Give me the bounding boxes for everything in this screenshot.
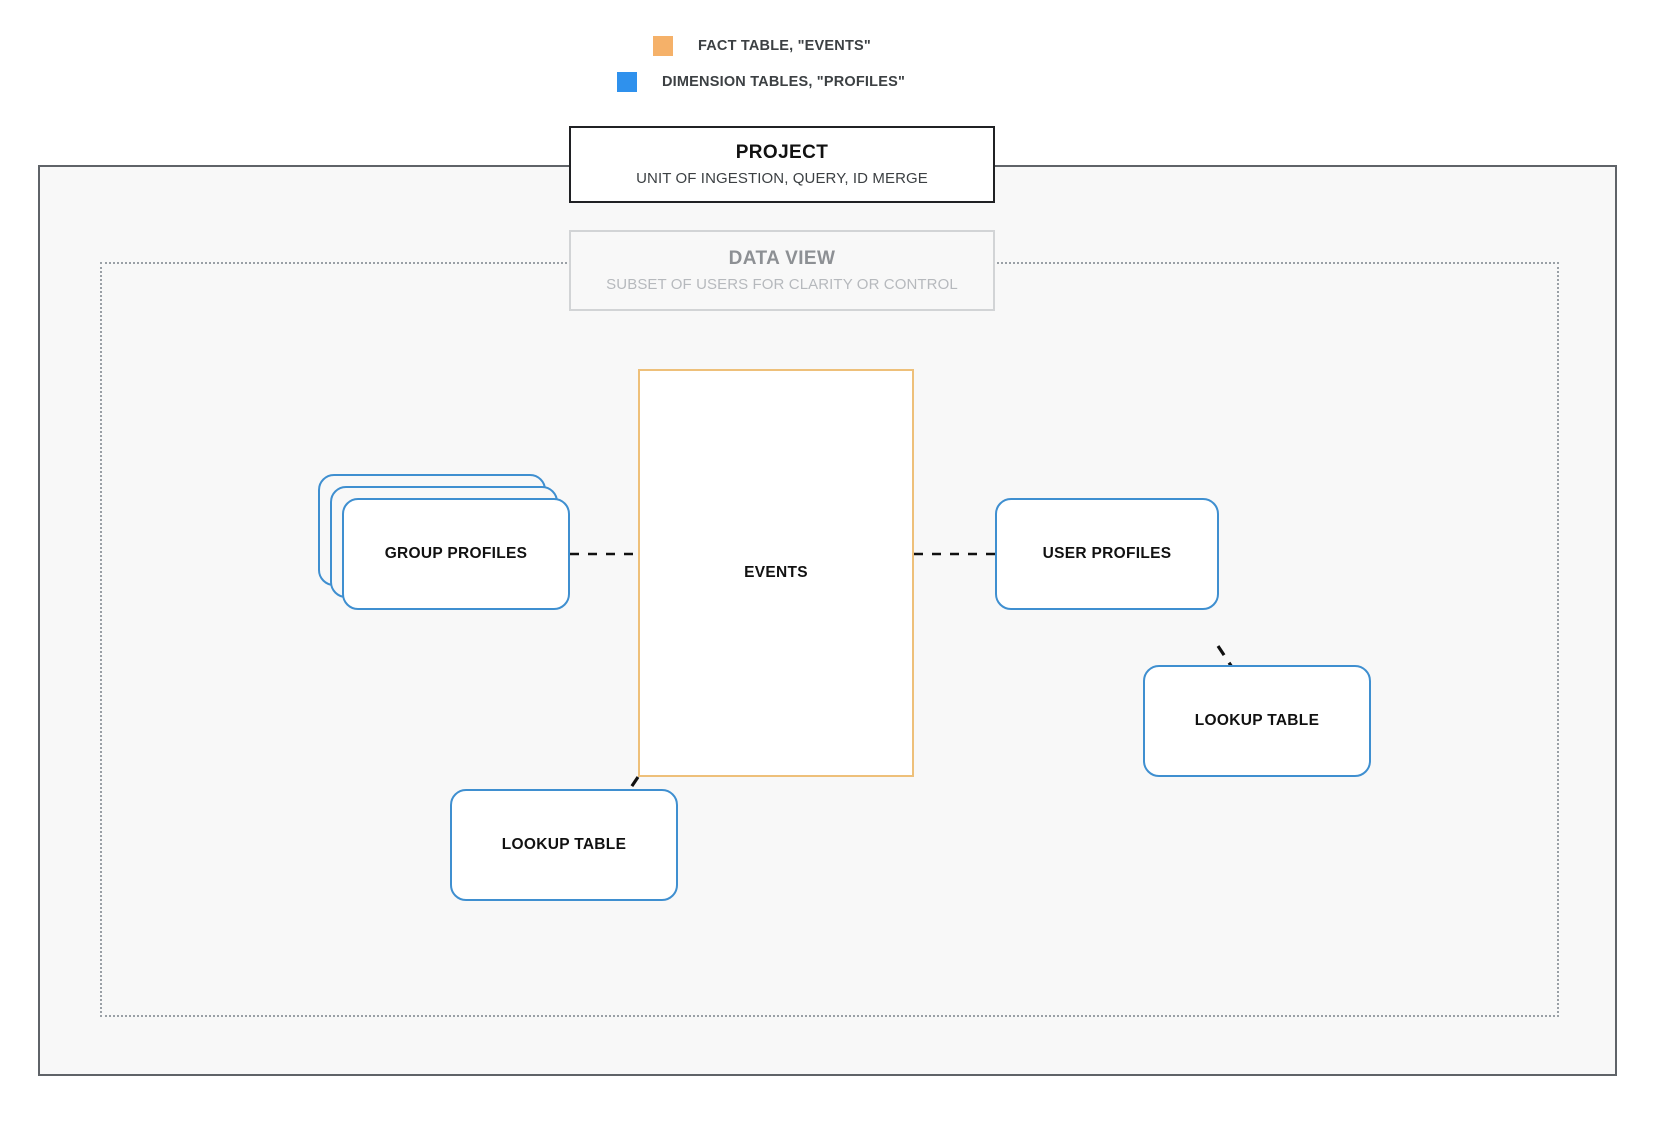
node-group-profiles-stack-card-front: GROUP PROFILES [342,498,570,610]
node-lookup-table-left: LOOKUP TABLE [450,789,678,901]
node-events-label: EVENTS [744,564,808,581]
data-view-subtitle: SUBSET OF USERS FOR CLARITY OR CONTROL [606,276,958,293]
data-view-header-box: DATA VIEW SUBSET OF USERS FOR CLARITY OR… [569,230,995,311]
project-title: PROJECT [735,142,829,163]
node-lookup-table-right: LOOKUP TABLE [1143,665,1371,777]
data-view-title: DATA VIEW [728,248,836,269]
node-user-profiles: USER PROFILES [995,498,1219,610]
node-group-profiles: GROUP PROFILES [318,474,570,610]
project-subtitle: UNIT OF INGESTION, QUERY, ID MERGE [636,170,928,187]
node-lookup-table-right-label: LOOKUP TABLE [1194,712,1320,729]
legend-item-dimension-tables: DIMENSION TABLES, "PROFILES" [617,72,905,92]
legend-label-dimension-tables: DIMENSION TABLES, "PROFILES" [662,74,906,90]
project-header-box: PROJECT UNIT OF INGESTION, QUERY, ID MER… [569,126,995,203]
node-group-profiles-label: GROUP PROFILES [384,545,528,562]
node-lookup-table-left-label: LOOKUP TABLE [501,836,627,853]
node-events: EVENTS [638,369,914,777]
node-user-profiles-label: USER PROFILES [1042,545,1172,562]
square-swatch-icon [617,72,637,92]
legend-label-fact-table: FACT TABLE, "EVENTS" [698,38,871,54]
legend-item-fact-table: FACT TABLE, "EVENTS" [653,36,871,56]
square-swatch-icon [653,36,673,56]
